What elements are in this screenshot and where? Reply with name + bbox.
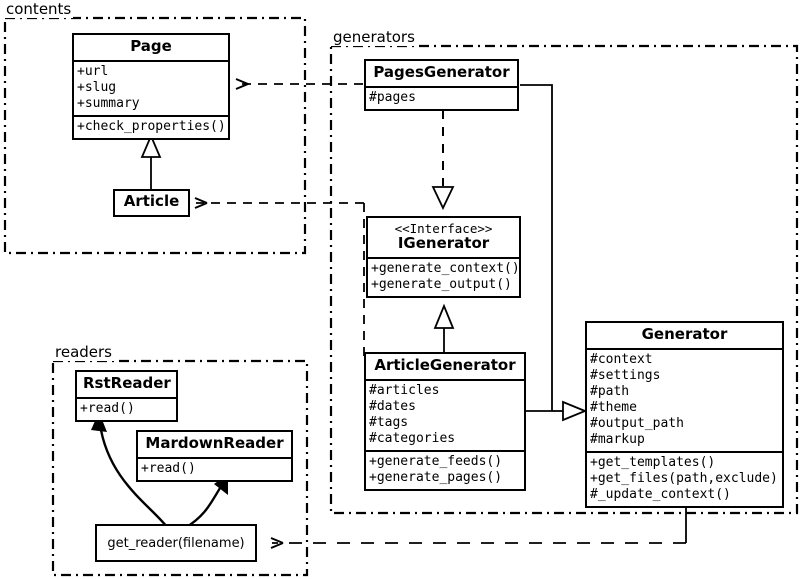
class-operations-article-generator: +generate_feeds() +generate_pages() — [366, 449, 524, 489]
class-box-mardown-reader[interactable]: MardownReader +read() — [136, 430, 293, 482]
class-box-article[interactable]: Article — [113, 189, 190, 217]
class-box-rst-reader[interactable]: RstReader +read() — [75, 370, 178, 422]
class-operation: +get_files(path,exclude) — [590, 470, 778, 486]
class-box-igenerator[interactable]: <<Interface>> IGenerator +generate_conte… — [366, 216, 521, 298]
class-operations-mardown-reader: +read() — [138, 456, 291, 480]
class-attribute: #settings — [590, 367, 661, 383]
class-operation: +read() — [141, 460, 196, 476]
class-name-page: Page — [130, 37, 172, 55]
package-label-generators: generators — [331, 28, 417, 46]
class-attributes-generator: #context #settings #path #theme #output_… — [587, 347, 782, 451]
class-box-article-generator[interactable]: ArticleGenerator #articles #dates #tags … — [364, 352, 526, 491]
function-box-get-reader[interactable]: get_reader(filename) — [95, 524, 257, 562]
relation-getreader-creates-mardownreader — [184, 474, 228, 530]
class-attribute: #output_path — [590, 415, 684, 431]
class-attribute: #context — [590, 351, 653, 367]
class-operation: #_update_context() — [590, 486, 731, 502]
class-attribute: #markup — [590, 431, 645, 447]
class-attributes-pages-generator: #pages — [366, 85, 517, 109]
class-box-generator[interactable]: Generator #context #settings #path #them… — [585, 321, 784, 508]
class-name-article-generator: ArticleGenerator — [374, 356, 516, 374]
class-operation: +read() — [80, 400, 135, 416]
class-name-pages-generator: PagesGenerator — [373, 63, 510, 81]
class-box-page[interactable]: Page +url +slug +summary +check_properti… — [72, 33, 230, 140]
class-operation: +generate_output() — [371, 276, 512, 292]
class-operation: +get_templates() — [590, 454, 716, 470]
class-name-mardown-reader: MardownReader — [145, 434, 284, 452]
class-name-generator: Generator — [641, 325, 728, 343]
class-attributes-page: +url +slug +summary — [74, 59, 228, 115]
function-label-get-reader: get_reader(filename) — [107, 535, 245, 551]
package-label-contents: contents — [4, 0, 74, 18]
class-attribute: #theme — [590, 399, 637, 415]
class-name-text: IGenerator — [397, 234, 490, 253]
class-attribute: #dates — [369, 398, 416, 414]
class-attributes-article-generator: #articles #dates #tags #categories — [366, 378, 524, 450]
class-attribute: +summary — [77, 95, 140, 111]
class-name-rst-reader: RstReader — [83, 374, 171, 392]
class-name-igenerator: <<Interface>> IGenerator — [368, 218, 519, 257]
package-label-readers: readers — [53, 343, 114, 361]
class-operations-generator: +get_templates() +get_files(path,exclude… — [587, 450, 782, 506]
class-operation: +generate_pages() — [369, 469, 503, 485]
class-operation: +check_properties() — [77, 118, 226, 134]
class-operations-rst-reader: +read() — [77, 396, 176, 420]
class-attribute: #categories — [369, 430, 456, 446]
class-attribute: #articles — [369, 382, 440, 398]
class-operation: +generate_context() — [371, 260, 520, 276]
class-name-article: Article — [123, 192, 180, 210]
relation-articlegenerator-depends-article — [194, 197, 365, 357]
class-operation: +generate_feeds() — [369, 453, 503, 469]
relation-article-generalizes-page — [140, 133, 162, 190]
class-attribute: +url — [77, 63, 109, 79]
class-attribute: #pages — [369, 89, 416, 105]
class-attribute: #path — [590, 383, 630, 399]
relation-pagesgenerator-realizes-igenerator — [431, 110, 455, 211]
class-stereotype-igenerator: <<Interface>> — [394, 221, 493, 236]
class-operations-igenerator: +generate_context() +generate_output() — [368, 256, 520, 296]
relation-generators-generalize-generator — [520, 84, 588, 422]
class-operations-page: +check_properties() — [74, 114, 228, 138]
relation-generator-depends-getreader — [270, 505, 687, 549]
class-attribute: +slug — [77, 79, 117, 95]
relation-articlegenerator-generalizes-igenerator — [433, 303, 455, 353]
class-box-pages-generator[interactable]: PagesGenerator #pages — [364, 59, 519, 111]
class-attribute: #tags — [369, 414, 409, 430]
